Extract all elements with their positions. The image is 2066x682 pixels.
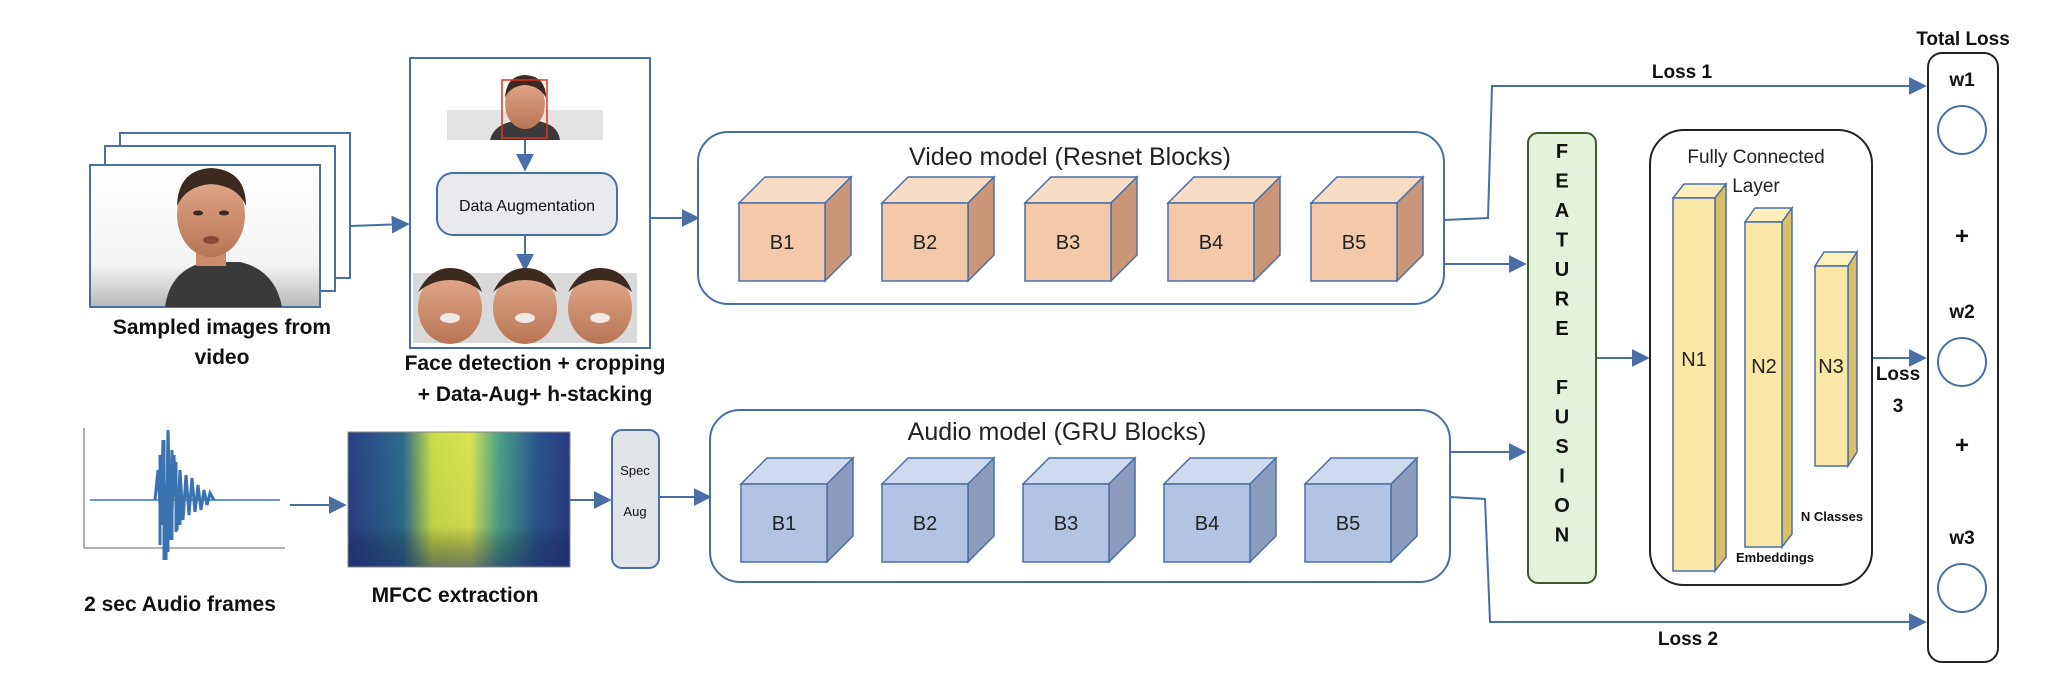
video-block-label: B4 <box>1199 232 1223 254</box>
data-augmentation-box <box>436 172 618 236</box>
video-block-label: B2 <box>913 232 937 254</box>
video-block-5: B5 <box>1309 175 1425 283</box>
video-blocks: B1 B2 B3 B4 B5 <box>737 175 1425 283</box>
sampled-images-caption: Sampled images from <box>113 316 331 339</box>
audio-block-label: B2 <box>913 513 937 535</box>
w3-weight <box>1937 563 1987 613</box>
audio-block-label: B3 <box>1054 513 1078 535</box>
audio-block-2: B2 <box>880 456 996 564</box>
audio-block-label: B1 <box>772 513 796 535</box>
audio-model-title: Audio model (GRU Blocks) <box>908 418 1207 446</box>
loss1-label: Loss 1 <box>1652 62 1713 83</box>
audio-block-3: B3 <box>1021 456 1137 564</box>
fc-neuron-n3: N3 <box>1813 249 1859 469</box>
connectors <box>1443 77 1927 631</box>
spec-aug-box <box>611 429 660 569</box>
fusion-letter: F <box>1556 141 1568 163</box>
spec-aug-label-line2: Aug <box>623 504 646 519</box>
stacked-faces-icon <box>413 268 637 344</box>
video-block-label: B3 <box>1056 232 1080 254</box>
fusion-letter: O <box>1554 495 1570 517</box>
fusion-letter: A <box>1555 200 1569 222</box>
video-block-2: B2 <box>880 175 996 283</box>
fusion-letter: E <box>1555 171 1568 193</box>
face-detection-caption: Face detection + cropping <box>405 352 666 375</box>
fusion-letter: E <box>1555 318 1568 340</box>
loss3-label-line2: 3 <box>1893 396 1904 417</box>
video-block-4: B4 <box>1166 175 1282 283</box>
fusion-letter: F <box>1556 377 1568 399</box>
fc-layer-title-line2: Layer <box>1732 176 1780 197</box>
w1-weight <box>1937 105 1987 155</box>
mfcc-spectrogram <box>347 431 571 568</box>
video-block-3: B3 <box>1023 175 1139 283</box>
fc-neuron-n2: N2 <box>1743 205 1794 550</box>
face-detection-panel: Data Augmentation <box>409 57 651 349</box>
n3-label: N3 <box>1818 356 1844 378</box>
frames-to-face-arrow <box>349 215 410 234</box>
face-detection-caption-line2: + Data-Aug+ h-stacking <box>418 383 653 406</box>
fusion-letter: T <box>1556 230 1568 252</box>
n1-label: N1 <box>1681 349 1707 371</box>
fusion-letter: I <box>1559 466 1565 488</box>
fusion-letter: R <box>1555 289 1570 311</box>
w3-label: w3 <box>1948 528 1974 549</box>
fc-layer-title: Fully Connected <box>1687 147 1824 168</box>
video-model-title: Video model (Resnet Blocks) <box>909 143 1231 171</box>
loss3-label: Loss <box>1876 364 1920 385</box>
feature-fusion-box <box>1527 132 1597 584</box>
n-classes-label: N Classes <box>1801 509 1863 524</box>
fusion-letter: U <box>1555 407 1569 429</box>
total-loss-title: Total Loss <box>1916 29 2010 50</box>
w2-label: w2 <box>1948 302 1974 323</box>
detected-face-icon <box>490 75 560 140</box>
video-block-label: B1 <box>770 232 794 254</box>
n2-label: N2 <box>1751 356 1777 378</box>
video-block-label: B5 <box>1342 232 1366 254</box>
w1-label: w1 <box>1948 70 1975 91</box>
data-augmentation-label: Data Augmentation <box>459 198 595 215</box>
spec-aug-label: Spec <box>620 463 650 478</box>
audio-block-4: B4 <box>1162 456 1278 564</box>
audio-block-label: B4 <box>1195 513 1219 535</box>
mfcc-caption: MFCC extraction <box>372 584 539 607</box>
audio-waveform-plot <box>83 428 285 561</box>
loss2-label: Loss 2 <box>1658 629 1718 650</box>
fusion-letter: S <box>1555 436 1568 458</box>
plus-1: + <box>1955 223 1969 250</box>
audio-blocks: B1 B2 B3 B4 B5 <box>739 456 1419 564</box>
fusion-letter: N <box>1555 525 1569 547</box>
audio-block-5: B5 <box>1303 456 1419 564</box>
video-block-1: B1 <box>737 175 853 283</box>
audio-block-1: B1 <box>739 456 855 564</box>
plus-2: + <box>1955 432 1969 459</box>
audio-block-label: B5 <box>1336 513 1360 535</box>
audio-frames-caption: 2 sec Audio frames <box>84 593 276 616</box>
w2-weight <box>1937 337 1987 387</box>
sampled-video-frames <box>89 132 351 308</box>
fc-neuron-n1: N1 <box>1671 181 1728 574</box>
sampled-images-caption-line2: video <box>195 346 250 369</box>
face-photo-icon <box>165 168 282 307</box>
fusion-letter: U <box>1555 259 1569 281</box>
embeddings-label: Embeddings <box>1736 550 1814 565</box>
